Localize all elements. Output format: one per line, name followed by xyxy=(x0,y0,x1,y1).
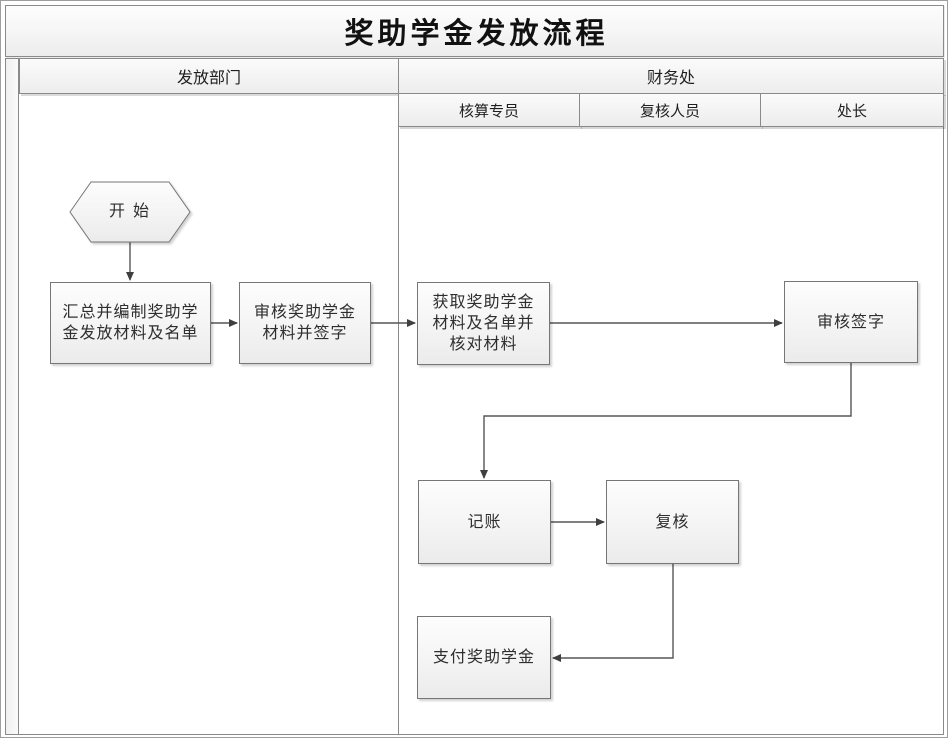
lane-header-finance: 财务处 xyxy=(398,58,944,94)
hexagon-shape xyxy=(69,181,191,243)
bookkeeping-label: 记账 xyxy=(467,513,502,531)
start-label: 开始 xyxy=(108,202,157,220)
sublane-header-review-staff: 复核人员 xyxy=(579,93,761,127)
pay-label: 支付奖助学金 xyxy=(432,649,535,666)
lane-header-finance-label: 财务处 xyxy=(646,70,695,87)
obtain-label: 获取奖助学金 材料及名单并 核对材料 xyxy=(432,294,535,353)
node-dept-review: 审核奖助学金 材料并签字 xyxy=(239,282,371,364)
recheck-label: 复核 xyxy=(655,513,690,531)
sublane-header-accounting-specialist: 核算专员 xyxy=(398,93,580,127)
node-audit-sign: 审核签字 xyxy=(784,281,918,363)
sublane-review-label: 复核人员 xyxy=(639,102,700,120)
lane-header-dept-label: 发放部门 xyxy=(176,70,241,87)
audit-sign-label: 审核签字 xyxy=(816,313,885,331)
node-pay: 支付奖助学金 xyxy=(417,616,551,699)
node-compile: 汇总并编制奖助学 金发放材料及名单 xyxy=(50,282,211,364)
node-obtain: 获取奖助学金 材料及名单并 核对材料 xyxy=(417,282,550,365)
node-start: 开始 xyxy=(69,181,191,243)
node-bookkeeping: 记账 xyxy=(418,480,551,564)
compile-label: 汇总并编制奖助学 金发放材料及名单 xyxy=(62,304,199,342)
lane-header-dept: 发放部门 xyxy=(19,58,399,94)
title-bar: 奖助学金发放流程 xyxy=(5,5,944,57)
sublane-accounting-label: 核算专员 xyxy=(458,102,519,120)
sublane-header-director: 处长 xyxy=(760,93,944,127)
phase-strip xyxy=(6,59,19,734)
sublane-director-label: 处长 xyxy=(836,102,867,120)
lane-divider xyxy=(398,58,399,734)
node-recheck: 复核 xyxy=(606,480,739,564)
dept-review-label: 审核奖助学金 材料并签字 xyxy=(253,304,356,342)
page-title: 奖助学金发放流程 xyxy=(344,18,609,50)
